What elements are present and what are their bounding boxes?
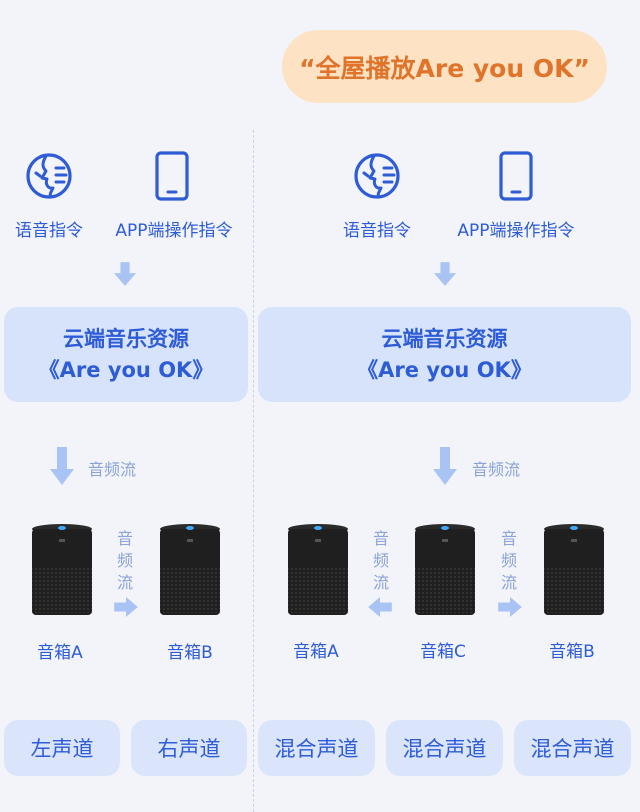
down-arrow-icon bbox=[114, 262, 136, 286]
speaker-b-label: 音箱B bbox=[167, 643, 213, 663]
speaker-c-image bbox=[413, 523, 477, 618]
speaker-b-image bbox=[158, 523, 222, 618]
column-divider bbox=[253, 130, 254, 812]
audio-stream-label: 音频流 bbox=[472, 460, 521, 479]
audio-stream-vertical-label: 音频流 bbox=[116, 529, 133, 592]
speaker-b-image bbox=[542, 523, 606, 618]
speaker-a-image bbox=[286, 523, 350, 618]
cloud-title: 云端音乐资源 bbox=[381, 326, 508, 351]
voice-command-icon bbox=[24, 151, 74, 201]
left-arrow-icon bbox=[367, 597, 393, 617]
speaker-c-label: 音箱C bbox=[420, 642, 466, 662]
mixed-channel-box: 混合声道 bbox=[514, 720, 631, 776]
mixed-channel-box: 混合声道 bbox=[258, 720, 375, 776]
cloud-music-resource: 云端音乐资源 《Are you OK》 bbox=[258, 307, 631, 402]
mixed-channel-box: 混合声道 bbox=[386, 720, 503, 776]
down-arrow-icon bbox=[433, 447, 457, 485]
audio-stream-label: 音频流 bbox=[88, 460, 137, 479]
voice-command-label: 语音指令 bbox=[15, 221, 83, 241]
right-arrow-icon bbox=[497, 597, 523, 617]
audio-stream-vertical-label: 音频流 bbox=[500, 529, 517, 592]
speaker-a-label: 音箱A bbox=[37, 643, 83, 663]
phone-icon bbox=[491, 151, 541, 201]
down-arrow-icon bbox=[50, 447, 74, 485]
speaker-b-label: 音箱B bbox=[549, 642, 595, 662]
cloud-title: 云端音乐资源 bbox=[63, 326, 189, 351]
left-channel-box: 左声道 bbox=[4, 720, 120, 776]
phone-icon bbox=[147, 151, 197, 201]
right-channel-box: 右声道 bbox=[131, 720, 247, 776]
speaker-a-image bbox=[30, 523, 94, 618]
cloud-music-resource: 云端音乐资源 《Are you OK》 bbox=[4, 307, 248, 402]
voice-command-icon bbox=[352, 151, 402, 201]
cloud-song: 《Are you OK》 bbox=[38, 357, 214, 382]
full-house-play-pill: “全屋播放Are you OK” bbox=[282, 30, 607, 103]
app-command-label: APP端操作指令 bbox=[457, 221, 575, 241]
right-arrow-icon bbox=[113, 597, 139, 617]
speaker-a-label: 音箱A bbox=[293, 642, 339, 662]
down-arrow-icon bbox=[434, 262, 456, 286]
audio-stream-vertical-label: 音频流 bbox=[372, 529, 389, 592]
voice-command-label: 语音指令 bbox=[343, 221, 411, 241]
cloud-song: 《Are you OK》 bbox=[357, 357, 532, 382]
app-command-label: APP端操作指令 bbox=[115, 221, 233, 241]
